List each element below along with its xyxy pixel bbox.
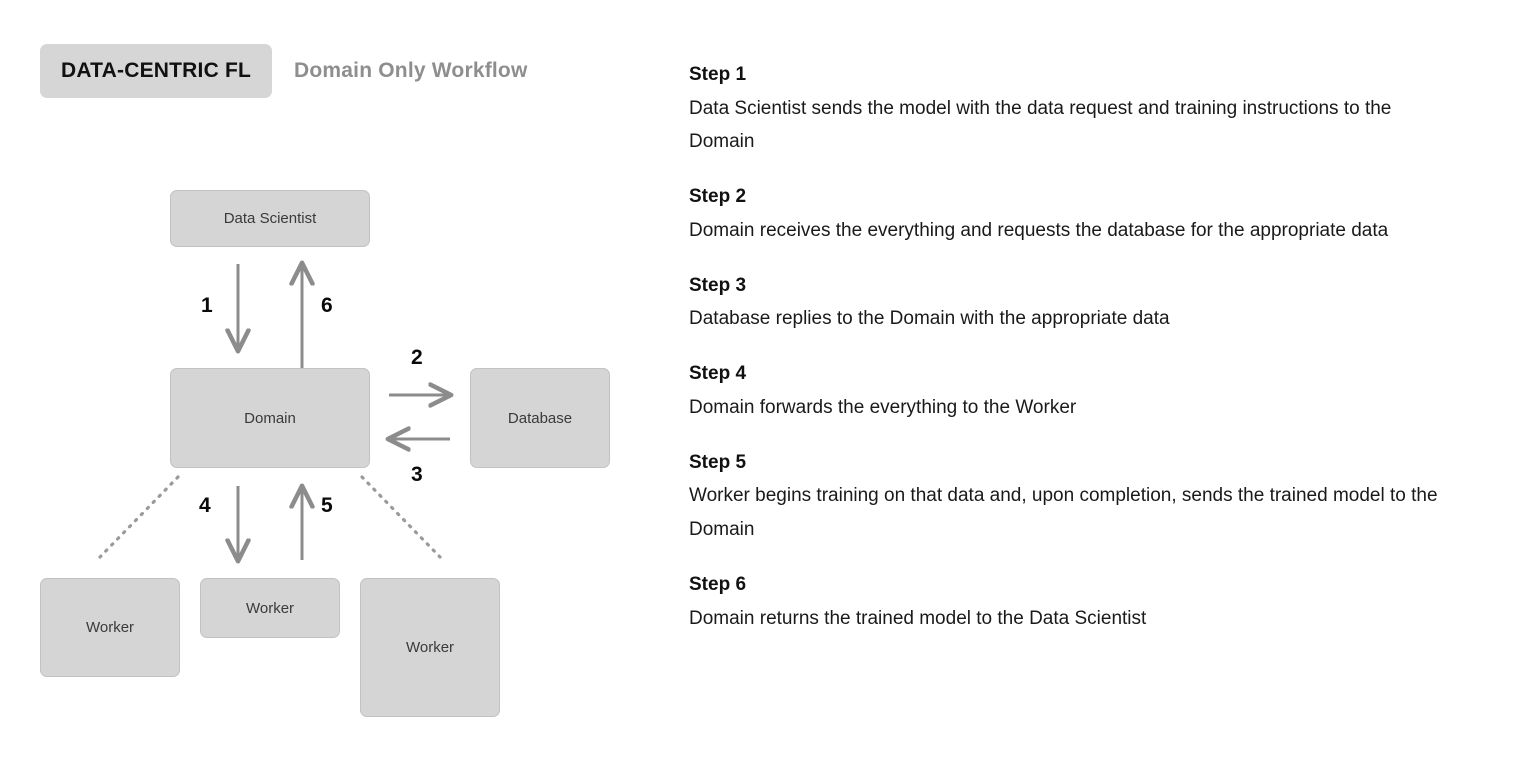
- step-title: Step 4: [689, 363, 747, 385]
- step-title: Step 3: [689, 274, 747, 296]
- step-body: Domain returns the trained model to the …: [689, 607, 1147, 629]
- step-item: Step 1 Data Scientist sends the model wi…: [689, 62, 1479, 159]
- tab-data-centric-fl[interactable]: DATA-CENTRIC FL: [40, 44, 273, 98]
- dotted-line-right-worker: [360, 475, 442, 559]
- edge-label-6: 6: [321, 294, 333, 317]
- node-worker-left-label: Worker: [85, 619, 135, 636]
- step-item: Step 6 Domain returns the trained model …: [689, 572, 1479, 635]
- tab-domain-only-workflow[interactable]: Domain Only Workflow: [294, 59, 528, 82]
- workflow-diagram: Data Scientist Domain Database Worker Wo…: [0, 0, 680, 758]
- step-item: Step 5 Worker begins training on that da…: [689, 450, 1479, 547]
- node-worker-center[interactable]: Worker: [200, 578, 340, 638]
- step-body: Domain forwards the everything to the Wo…: [689, 396, 1077, 418]
- node-worker-right[interactable]: Worker: [360, 578, 500, 717]
- node-database-label: Database: [507, 409, 573, 427]
- dotted-line-left-worker: [98, 475, 180, 559]
- node-data-scientist[interactable]: Data Scientist: [170, 190, 370, 247]
- node-worker-left[interactable]: Worker: [40, 578, 180, 677]
- edge-label-5: 5: [321, 494, 333, 517]
- node-database[interactable]: Database: [470, 368, 610, 468]
- step-title: Step 5: [689, 451, 747, 473]
- step-body: Worker begins training on that data and,…: [689, 485, 1438, 541]
- node-worker-center-label: Worker: [245, 599, 295, 617]
- step-title: Step 1: [689, 64, 747, 85]
- workflow-tabbar: DATA-CENTRIC FL Domain Only Workflow: [40, 44, 550, 98]
- node-domain-label: Domain: [244, 409, 296, 427]
- edge-label-3: 3: [411, 463, 423, 486]
- step-title: Step 6: [689, 573, 747, 595]
- step-title: Step 2: [689, 186, 747, 208]
- node-data-scientist-label: Data Scientist: [223, 210, 317, 227]
- steps-panel: Step 1 Data Scientist sends the model wi…: [689, 62, 1479, 635]
- edge-label-1: 1: [201, 294, 213, 317]
- node-domain[interactable]: Domain: [170, 368, 370, 468]
- edge-label-2: 2: [411, 346, 423, 369]
- node-worker-right-label: Worker: [405, 639, 455, 656]
- step-body: Database replies to the Domain with the …: [689, 308, 1170, 330]
- step-item: Step 2 Domain receives the everything an…: [689, 184, 1479, 247]
- step-body: Data Scientist sends the model with the …: [689, 97, 1392, 153]
- edge-label-4: 4: [199, 494, 211, 517]
- step-item: Step 3 Database replies to the Domain wi…: [689, 273, 1479, 336]
- step-item: Step 4 Domain forwards the everything to…: [689, 361, 1479, 424]
- step-body: Domain receives the everything and reque…: [689, 219, 1389, 241]
